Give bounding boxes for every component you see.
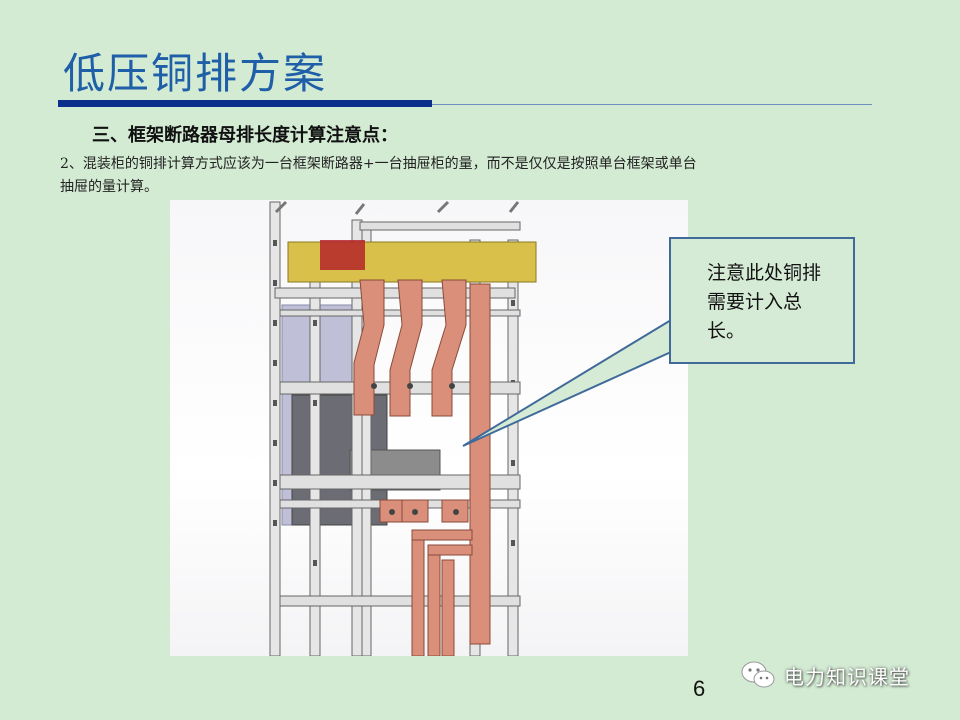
watermark-text: 电力知识课堂 [784,664,910,689]
slide-title: 低压铜排方案 [63,49,328,98]
callout-text: 注意此处铜排需要计入总长。 [707,262,822,342]
section-heading: 三、框架断路器母排长度计算注意点： [92,125,398,146]
note-line-2: 抽屉的量计算。 [60,179,158,195]
page-number: 6 [693,676,706,701]
note-line-1: 2、混装柜的铜排计算方式应该为一台框架断路器+一台抽屉柜的量，而不是仅仅是按照单… [60,156,697,172]
title-rule-thin [432,104,872,105]
wechat-icon [741,661,775,688]
watermark: 电力知识课堂 [740,660,910,690]
cabinet-figure [170,200,688,656]
callout-box: 注意此处铜排需要计入总长。 [669,237,855,364]
title-rule-thick [58,100,432,107]
